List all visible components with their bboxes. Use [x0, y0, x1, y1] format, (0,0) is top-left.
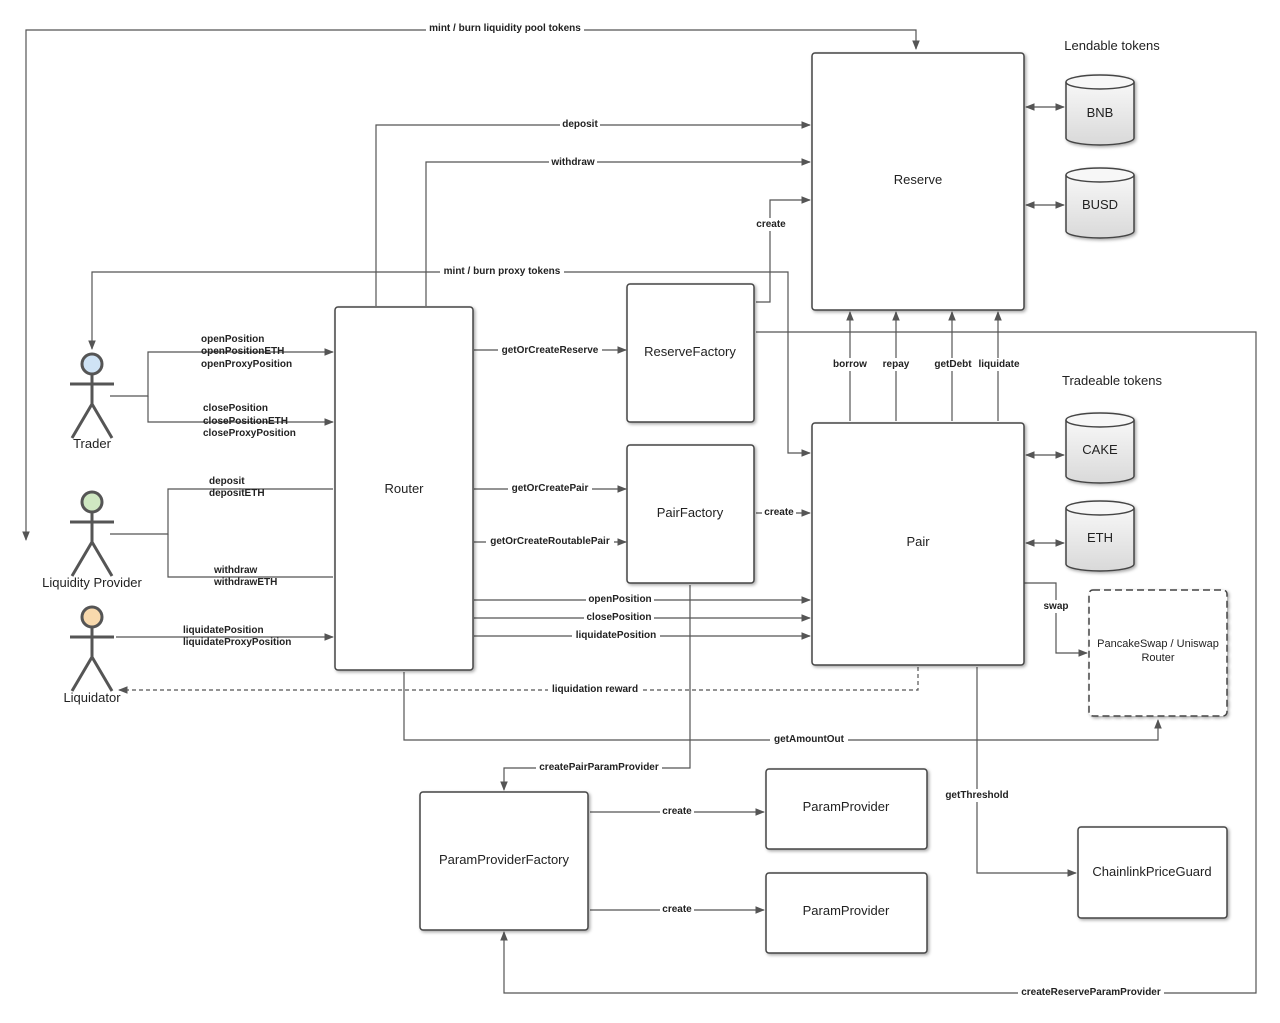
heading-lendable-tokens: Lendable tokens	[1064, 38, 1160, 53]
edge-create-reserve	[756, 196, 811, 303]
param-provider-box-2: ParamProvider	[765, 872, 928, 954]
label-get-or-create-routable-pair: getOrCreateRoutablePair	[490, 536, 610, 547]
pair-factory-label: PairFactory	[657, 505, 724, 520]
label-swap: swap	[1043, 601, 1068, 612]
param-provider-label-2: ParamProvider	[803, 903, 890, 918]
param-provider-factory-box: ParamProviderFactory	[419, 791, 589, 931]
actor-liquidity-provider	[70, 490, 114, 577]
token-busd-cylinder: BUSD	[1065, 167, 1135, 239]
actor-trader-label: Trader	[73, 436, 111, 451]
label-close-position-eth: closePositionETH	[203, 416, 288, 427]
edge-liquidation-reward	[118, 667, 919, 694]
reserve-factory-box: ReserveFactory	[626, 283, 755, 423]
token-eth-cylinder: ETH	[1065, 500, 1135, 572]
edge-create-reserve-param-provider	[500, 331, 1257, 994]
edge-trader-open	[110, 348, 334, 397]
edge-lp-withdraw	[167, 534, 333, 578]
actor-liquidator	[70, 605, 114, 692]
actor-liquidity-provider-label: Liquidity Provider	[42, 575, 142, 590]
label-liquidate-proxy-position: liquidateProxyPosition	[183, 637, 291, 648]
label-close-position: closePosition	[203, 403, 268, 414]
pair-factory-box: PairFactory	[626, 444, 755, 584]
label-liquidate-position: liquidatePosition	[183, 625, 264, 636]
router-label: Router	[384, 481, 424, 496]
label-lp-withdraw: withdraw	[213, 565, 258, 576]
actor-liquidator-label: Liquidator	[63, 690, 121, 705]
label-get-or-create-reserve: getOrCreateReserve	[502, 345, 599, 356]
heading-tradeable-tokens: Tradeable tokens	[1062, 373, 1162, 388]
edge-get-threshold	[976, 667, 1077, 877]
label-close-proxy-position: closeProxyPosition	[203, 428, 296, 439]
reserve-label: Reserve	[894, 172, 942, 187]
label-lp-withdraw-eth: withdrawETH	[213, 577, 277, 588]
label-close-position-pair: closePosition	[586, 612, 651, 623]
label-create-pp-2: create	[662, 904, 692, 915]
label-create-pair: create	[764, 507, 794, 518]
router-box: Router	[334, 306, 474, 671]
token-eth-label: ETH	[1087, 530, 1113, 545]
pair-box: Pair	[811, 422, 1025, 666]
label-get-amount-out: getAmountOut	[774, 734, 845, 745]
label-create-reserve: create	[756, 219, 786, 230]
token-cake-label: CAKE	[1082, 442, 1118, 457]
label-create-pp-1: create	[662, 806, 692, 817]
param-provider-factory-label: ParamProviderFactory	[439, 852, 570, 867]
token-bnb-cylinder: BNB	[1065, 74, 1135, 146]
label-withdraw: withdraw	[550, 157, 595, 168]
label-mint-burn-proxy: mint / burn proxy tokens	[444, 266, 561, 277]
label-lp-deposit: deposit	[209, 476, 245, 487]
reserve-factory-label: ReserveFactory	[644, 344, 736, 359]
edge-mint-burn-proxy	[88, 271, 811, 457]
edge-withdraw	[425, 158, 811, 306]
param-provider-label-1: ParamProvider	[803, 799, 890, 814]
label-repay: repay	[883, 359, 910, 370]
label-open-position-eth: openPositionETH	[201, 346, 284, 357]
label-liquidate: liquidate	[978, 359, 1020, 370]
label-get-or-create-pair: getOrCreatePair	[512, 483, 589, 494]
label-mint-burn-lp: mint / burn liquidity pool tokens	[429, 23, 581, 34]
edge-deposit	[375, 121, 811, 306]
chainlink-price-guard-box: ChainlinkPriceGuard	[1077, 826, 1228, 919]
label-open-position: openPosition	[201, 334, 264, 345]
actor-trader-head	[80, 352, 104, 376]
edge-get-amount-out	[403, 672, 1162, 741]
label-liquidation-reward: liquidation reward	[552, 684, 638, 695]
token-cake-cylinder: CAKE	[1065, 412, 1135, 484]
dex-router-box: PancakeSwap / Uniswap Router	[1088, 589, 1228, 717]
actor-liquidity-provider-head	[80, 490, 104, 514]
edge-trader-close	[147, 396, 334, 426]
token-busd-label: BUSD	[1082, 197, 1118, 212]
label-create-reserve-param-provider: createReserveParamProvider	[1021, 987, 1161, 998]
edge-labels: mint / burn liquidity pool tokens deposi…	[183, 22, 1164, 999]
label-liquidate-position-pair: liquidatePosition	[576, 630, 657, 641]
actor-trader	[70, 352, 114, 439]
chainlink-price-guard-label: ChainlinkPriceGuard	[1092, 864, 1211, 879]
label-get-threshold: getThreshold	[945, 790, 1008, 801]
reserve-box: Reserve	[811, 52, 1025, 311]
label-create-pair-param-provider: createPairParamProvider	[539, 762, 659, 773]
edge-lp-deposit	[110, 488, 333, 535]
label-get-debt: getDebt	[934, 359, 972, 370]
pair-label: Pair	[906, 534, 930, 549]
label-lp-deposit-eth: depositETH	[209, 488, 265, 499]
label-open-position-pair: openPosition	[588, 594, 651, 605]
label-open-proxy-position: openProxyPosition	[201, 359, 292, 370]
dex-router-label-line1: PancakeSwap / Uniswap	[1097, 638, 1219, 650]
actor-liquidator-head	[80, 605, 104, 629]
token-bnb-label: BNB	[1087, 105, 1114, 120]
label-borrow: borrow	[833, 359, 867, 370]
param-provider-box-1: ParamProvider	[765, 768, 928, 850]
dex-router-label-line2: Router	[1141, 652, 1174, 664]
label-deposit: deposit	[562, 119, 598, 130]
edge-swap	[1024, 582, 1088, 657]
